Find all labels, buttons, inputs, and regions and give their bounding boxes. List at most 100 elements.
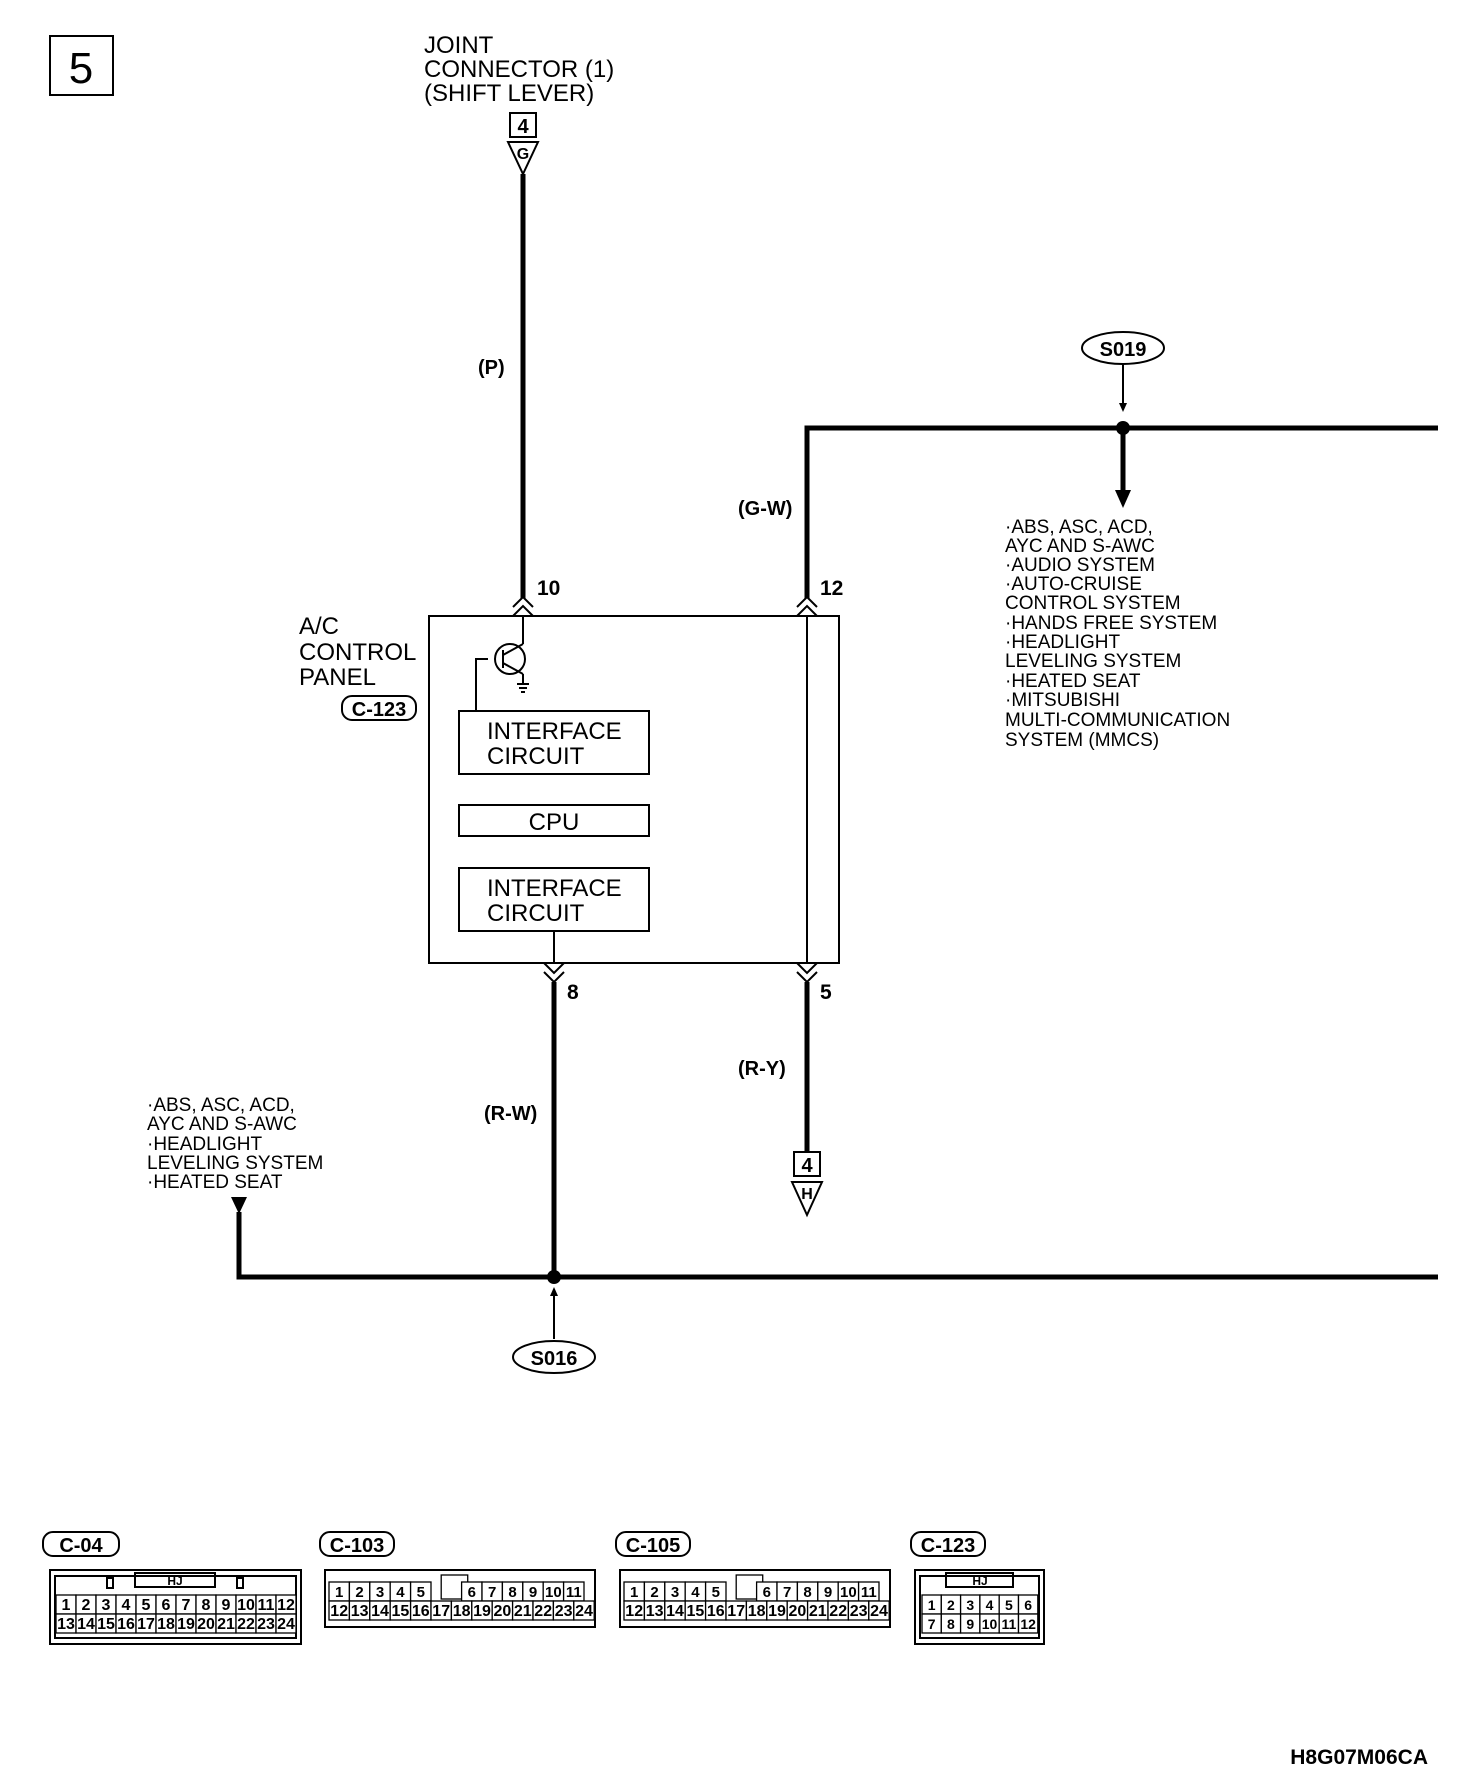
- wire-p-label: (P): [478, 357, 505, 379]
- bottom-bus-wire: [236, 1212, 1438, 1280]
- connector-pin-label: 13: [351, 1603, 369, 1620]
- connector-pin-label: 19: [473, 1603, 491, 1620]
- connector-pin-label: 14: [666, 1603, 684, 1620]
- panel-connector-badge: [341, 695, 417, 721]
- connector-pin-label: 18: [748, 1603, 766, 1620]
- bottom-ref-triangle: [790, 1181, 824, 1218]
- connector-pin-label: 8: [947, 1616, 955, 1632]
- cpu-label: CPU: [529, 809, 580, 836]
- interface-top-line-2: CIRCUIT: [487, 743, 585, 770]
- systems-right-10: MULTI-COMMUNICATION: [1005, 710, 1230, 731]
- pin12-chevron: [796, 595, 818, 608]
- connector-pin-label: 9: [222, 1597, 231, 1614]
- splice-s016-label: S016: [531, 1348, 578, 1370]
- panel-line-3: PANEL: [299, 664, 376, 691]
- interface-circuit-bottom-box: [458, 867, 650, 932]
- connector-pin-label: 23: [555, 1603, 573, 1620]
- joint-connector-line-3: (SHIFT LEVER): [424, 80, 594, 107]
- connector-pin-label: 12: [1020, 1616, 1036, 1632]
- systems-right-4: CONTROL SYSTEM: [1005, 593, 1181, 614]
- systems-right-0: ·ABS, ASC, ACD,: [1005, 517, 1153, 538]
- systems-right-3: ·AUTO-CRUISE: [1005, 574, 1142, 595]
- connector-pin-label: 18: [453, 1603, 471, 1620]
- connector-pin-label: 1: [335, 1584, 343, 1601]
- connector-pin-label: 3: [102, 1597, 111, 1614]
- connector-pin-label: 7: [182, 1597, 191, 1614]
- systems-left-3: LEVELING SYSTEM: [147, 1153, 323, 1174]
- wire-r-y-label: (R-Y): [738, 1058, 786, 1080]
- systems-left-2: ·HEADLIGHT: [147, 1134, 262, 1155]
- connector-pin-label: 1: [928, 1597, 936, 1613]
- connector-pin-label: 1: [630, 1584, 638, 1601]
- systems-list-left: ·ABS, ASC, ACD, AYC AND S-AWC ·HEADLIGHT…: [147, 1095, 323, 1193]
- connector-pin-label: 11: [566, 1584, 582, 1601]
- connector-pin-cell: [868, 1600, 890, 1621]
- systems-right-7: LEVELING SYSTEM: [1005, 651, 1181, 672]
- connector-pin-label: 10: [982, 1616, 998, 1632]
- connector-pin-label: 2: [355, 1584, 363, 1601]
- connector-pin-label: 17: [137, 1616, 155, 1633]
- connector-pin-label: 6: [1024, 1597, 1032, 1613]
- connector-pin-label: 7: [488, 1584, 496, 1601]
- splice-s019-pointer-head: [1119, 403, 1127, 412]
- connector-pin-label: 5: [712, 1584, 720, 1601]
- ac-control-panel-label: A/C CONTROL PANEL C-123: [299, 613, 417, 721]
- splice-s019-label: S019: [1100, 339, 1147, 361]
- connector-pin-label: 7: [928, 1616, 936, 1632]
- connector-pin-label: 11: [861, 1584, 877, 1601]
- connector-pin-label: 23: [257, 1616, 275, 1633]
- pin12-chevron-inner: [796, 604, 818, 617]
- page-number-box: 5: [49, 35, 114, 96]
- wire-g-w-label: (G-W): [738, 498, 792, 520]
- connector-c-04-id: C-04: [59, 1535, 103, 1557]
- connector-pin-label: 24: [870, 1603, 888, 1620]
- connector-pin-label: 4: [122, 1597, 131, 1614]
- top-ref-triangle: [506, 141, 540, 177]
- connector-pin-label: 6: [468, 1584, 476, 1601]
- connector-pin-label: 3: [671, 1584, 679, 1601]
- systems-left-1: AYC AND S-AWC: [147, 1114, 297, 1135]
- connector-c-123-id: C-123: [921, 1535, 975, 1557]
- systems-right-11: SYSTEM (MMCS): [1005, 730, 1159, 751]
- connector-pin-label: 16: [707, 1603, 725, 1620]
- connector-pin-label: 20: [789, 1603, 807, 1620]
- bottom-ref-letter: H: [801, 1186, 813, 1203]
- systems-right-5: ·HANDS FREE SYSTEM: [1005, 613, 1217, 634]
- connector-pin-label: 3: [376, 1584, 384, 1601]
- interface-bottom-line-2: CIRCUIT: [487, 900, 585, 927]
- connector-pin-label: 13: [57, 1616, 75, 1633]
- left-branch-arrow: [231, 1197, 247, 1214]
- systems-right-9: ·MITSUBISHI: [1005, 690, 1120, 711]
- connector-pin-label: 5: [142, 1597, 151, 1614]
- pin10-chevron-inner: [512, 604, 534, 617]
- panel-line-1: A/C: [299, 613, 339, 640]
- systems-right-8: ·HEATED SEAT: [1005, 671, 1141, 692]
- joint-connector-line-2: CONNECTOR (1): [424, 56, 614, 83]
- panel-line-2: CONTROL: [299, 639, 416, 666]
- connector-pin-label: 19: [177, 1616, 195, 1633]
- bottom-connector-reference: 4 H: [790, 1151, 824, 1218]
- connector-pin-label: 24: [575, 1603, 593, 1620]
- connector-pin-label: 12: [330, 1603, 348, 1620]
- transistor-symbol: [475, 616, 529, 711]
- splice-s019: S019: [1081, 331, 1165, 435]
- bottom-ref-number: 4: [801, 1155, 813, 1177]
- connector-pin-label: 6: [162, 1597, 171, 1614]
- connector-pin-label: 21: [809, 1603, 827, 1620]
- connector-pin-label: 7: [783, 1584, 791, 1601]
- connector-pin-label: 8: [508, 1584, 516, 1601]
- connector-c-105-id: C-105: [626, 1535, 680, 1557]
- connector-pin-label: 2: [947, 1597, 955, 1613]
- connector-c-123-tag: HJ: [972, 1574, 987, 1588]
- connector-pin-label: 16: [412, 1603, 430, 1620]
- connector-pin-label: 8: [202, 1597, 211, 1614]
- joint-connector-label: JOINT CONNECTOR (1) (SHIFT LEVER): [424, 32, 614, 107]
- connector-pin-label: 17: [727, 1603, 745, 1620]
- pin8-chevron: [543, 962, 565, 975]
- wire-r-w-label: (R-W): [484, 1103, 537, 1125]
- connector-pin-cell: [573, 1600, 595, 1621]
- systems-left-0: ·ABS, ASC, ACD,: [147, 1095, 295, 1116]
